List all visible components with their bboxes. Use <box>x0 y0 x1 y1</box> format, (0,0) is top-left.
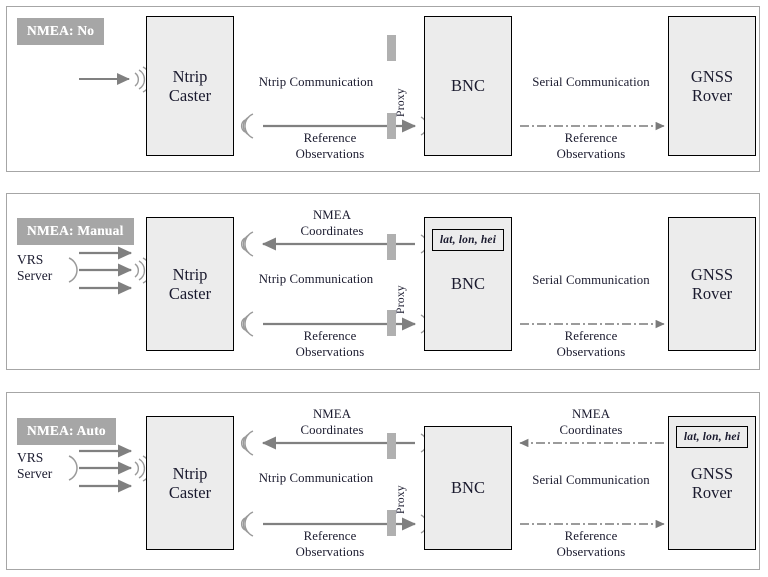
status-badge-nmea-auto: NMEA: Auto <box>17 418 116 445</box>
antenna-waves-out-icon <box>240 311 254 337</box>
panel-nmea-manual: NMEA: Manual <box>6 193 760 370</box>
status-badge-nmea-no: NMEA: No <box>17 18 105 45</box>
label-line-1: Reference <box>564 529 618 543</box>
node-line-2: Rover <box>691 86 733 105</box>
label-line-1: Reference <box>564 131 618 145</box>
node-line-1: Ntrip <box>172 463 208 483</box>
label-ntrip-communication: Ntrip Communication <box>258 75 374 89</box>
label-ntrip-communication: Ntrip Communication <box>258 272 374 286</box>
vrs-line-2: Server <box>17 268 53 284</box>
label-line-1: NMEA <box>312 407 352 421</box>
label-line-2: Observations <box>556 146 626 161</box>
label-line-2: Observations <box>556 344 626 359</box>
label-line-2: Observations <box>295 146 365 161</box>
label-line-2: Observations <box>295 544 365 559</box>
proxy-label: Proxy <box>395 285 407 314</box>
proxy-segment <box>387 510 396 536</box>
label-reference-observations-left: Reference Observations <box>260 529 400 560</box>
label-line-1: NMEA <box>312 208 352 222</box>
label-line-2: Observations <box>295 344 365 359</box>
antenna-waves-out-icon <box>240 511 254 537</box>
proxy-segment <box>387 113 396 139</box>
node-line-1: BNC <box>451 274 485 294</box>
label-line-2: Observations <box>556 544 626 559</box>
proxy-segment <box>387 433 396 459</box>
proxy-bar-manual: Proxy <box>387 234 407 336</box>
label-line-1: Reference <box>564 329 618 343</box>
label-line-1: Reference <box>303 529 357 543</box>
label-serial-communication: Serial Communication <box>532 473 650 487</box>
node-ntrip-caster: Ntrip Caster <box>146 217 234 351</box>
label-line-1: Reference <box>303 329 357 343</box>
label-reference-observations-right: Reference Observations <box>520 131 662 162</box>
proxy-segment <box>387 35 396 61</box>
node-ntrip-caster: Ntrip Caster <box>146 16 234 156</box>
node-line-1: BNC <box>451 76 485 96</box>
label-line-1: NMEA <box>571 407 611 421</box>
label-serial-communication: Serial Communication <box>532 273 650 287</box>
label-reference-observations-right: Reference Observations <box>520 329 662 360</box>
node-ntrip-caster: Ntrip Caster <box>146 416 234 550</box>
label-vrs-server: VRS Server <box>17 252 52 284</box>
panel-nmea-no: NMEA: No <box>6 6 760 172</box>
status-badge-nmea-manual: NMEA: Manual <box>17 218 134 245</box>
antenna-waves-out-icon <box>240 113 254 139</box>
label-serial-communication: Serial Communication <box>532 75 650 89</box>
node-line-2: Rover <box>691 483 733 502</box>
antenna-waves-out-icon <box>240 430 254 456</box>
antenna-paren-icon <box>68 455 78 481</box>
proxy-bar-no: Proxy <box>387 35 407 139</box>
node-gnss-rover: GNSS Rover <box>668 16 756 156</box>
node-gnss-rover: GNSS Rover <box>668 217 756 351</box>
panel-nmea-auto: NMEA: Auto <box>6 392 760 570</box>
vrs-line-1: VRS <box>17 252 44 267</box>
node-bnc: BNC <box>424 16 512 156</box>
label-line-2: Coordinates <box>559 422 623 437</box>
label-line-2: Coordinates <box>300 223 364 238</box>
node-line-1: GNSS <box>690 463 734 483</box>
label-nmea-coordinates-right: NMEA Coordinates <box>520 407 662 438</box>
proxy-label: Proxy <box>395 485 407 514</box>
proxy-segment <box>387 310 396 336</box>
node-line-1: Ntrip <box>172 66 208 86</box>
node-line-1: GNSS <box>690 66 734 86</box>
node-line-1: Ntrip <box>172 264 208 284</box>
node-line-1: GNSS <box>690 264 734 284</box>
proxy-label: Proxy <box>395 88 407 117</box>
label-reference-observations-left: Reference Observations <box>260 131 400 162</box>
lat-lon-hei-box-rover: lat, lon, hei <box>676 426 748 448</box>
node-line-1: BNC <box>451 478 485 498</box>
node-line-2: Caster <box>168 483 212 502</box>
label-line-1: Reference <box>303 131 357 145</box>
node-line-2: Caster <box>168 86 212 105</box>
vrs-line-2: Server <box>17 466 53 482</box>
label-reference-observations-right: Reference Observations <box>520 529 662 560</box>
antenna-waves-out-icon <box>240 231 254 257</box>
lat-lon-hei-box-bnc: lat, lon, hei <box>432 229 504 251</box>
label-vrs-server: VRS Server <box>17 450 52 482</box>
antenna-paren-icon <box>68 257 78 283</box>
node-line-2: Rover <box>691 284 733 303</box>
label-reference-observations-left: Reference Observations <box>260 329 400 360</box>
label-line-2: Coordinates <box>300 422 364 437</box>
proxy-bar-auto: Proxy <box>387 433 407 536</box>
label-nmea-coordinates-left: NMEA Coordinates <box>262 208 402 239</box>
node-line-2: Caster <box>168 284 212 303</box>
proxy-segment <box>387 234 396 260</box>
label-nmea-coordinates-left: NMEA Coordinates <box>262 407 402 438</box>
node-bnc: BNC <box>424 426 512 550</box>
label-ntrip-communication: Ntrip Communication <box>258 471 374 485</box>
vrs-line-1: VRS <box>17 450 44 465</box>
